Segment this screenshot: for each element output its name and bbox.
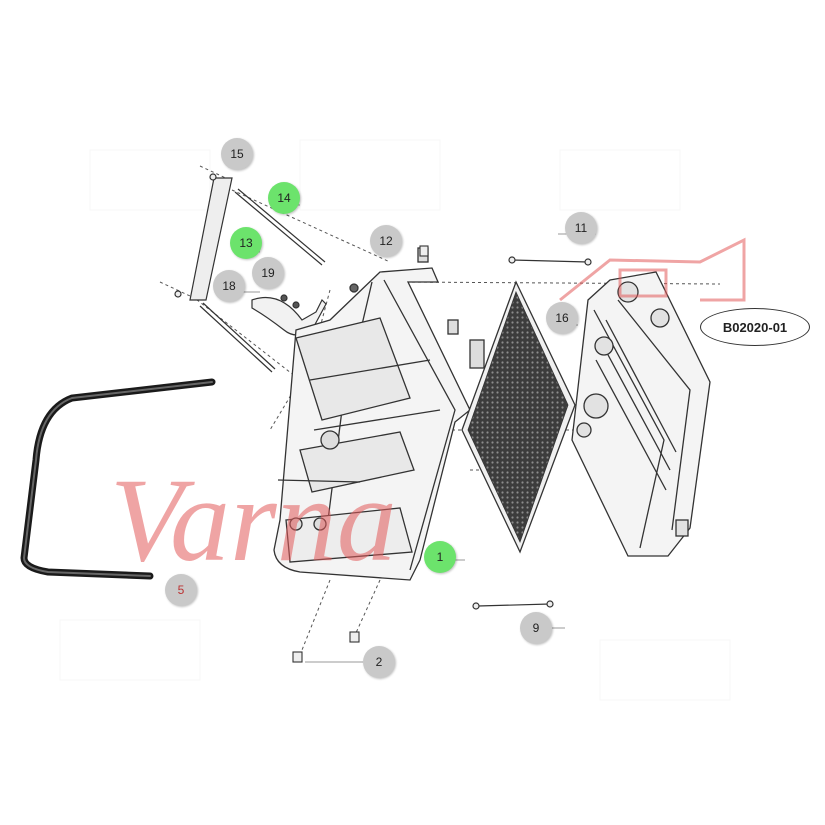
callout-18[interactable]: 18 [213, 270, 245, 302]
callout-1[interactable]: 1 [424, 541, 456, 573]
watermark-pattern [59, 139, 731, 701]
callout-5[interactable]: 5 [165, 574, 197, 606]
callout-16-label: 16 [555, 311, 569, 325]
diagram-code-label: B02020-01 [700, 308, 810, 346]
radiator [571, 271, 711, 557]
callout-13-label: 13 [239, 236, 253, 250]
shroud-frame [273, 247, 485, 581]
watermark-logo: Varna [110, 237, 746, 586]
callout-12-label: 12 [379, 234, 393, 248]
callout-13[interactable]: 13 [230, 227, 262, 259]
callout-15[interactable]: 15 [221, 138, 253, 170]
callout-11[interactable]: 11 [565, 212, 597, 244]
bolts [292, 245, 429, 663]
callout-14[interactable]: 14 [268, 182, 300, 214]
callout-9-label: 9 [532, 621, 540, 635]
rubber-seal [20, 378, 216, 580]
diagram-code-text: B02020-01 [722, 319, 788, 335]
callout-9[interactable]: 9 [520, 612, 552, 644]
callout-1-label: 1 [436, 550, 444, 564]
callout-14-label: 14 [277, 191, 291, 205]
callout-5-label: 5 [177, 583, 185, 597]
callout-2-label: 2 [375, 655, 383, 669]
callout-19-label: 19 [261, 266, 275, 280]
svg-text:Varna: Varna [110, 453, 397, 586]
mesh-screen [461, 280, 576, 554]
callout-16[interactable]: 16 [546, 302, 578, 334]
callout-19[interactable]: 19 [252, 257, 284, 289]
sensor-rods [472, 256, 592, 610]
callout-18-label: 18 [222, 279, 236, 293]
callout-11-label: 11 [574, 221, 588, 235]
callout-2[interactable]: 2 [363, 646, 395, 678]
tie-rods [174, 173, 326, 373]
callout-15-label: 15 [230, 147, 244, 161]
callout-12[interactable]: 12 [370, 225, 402, 257]
